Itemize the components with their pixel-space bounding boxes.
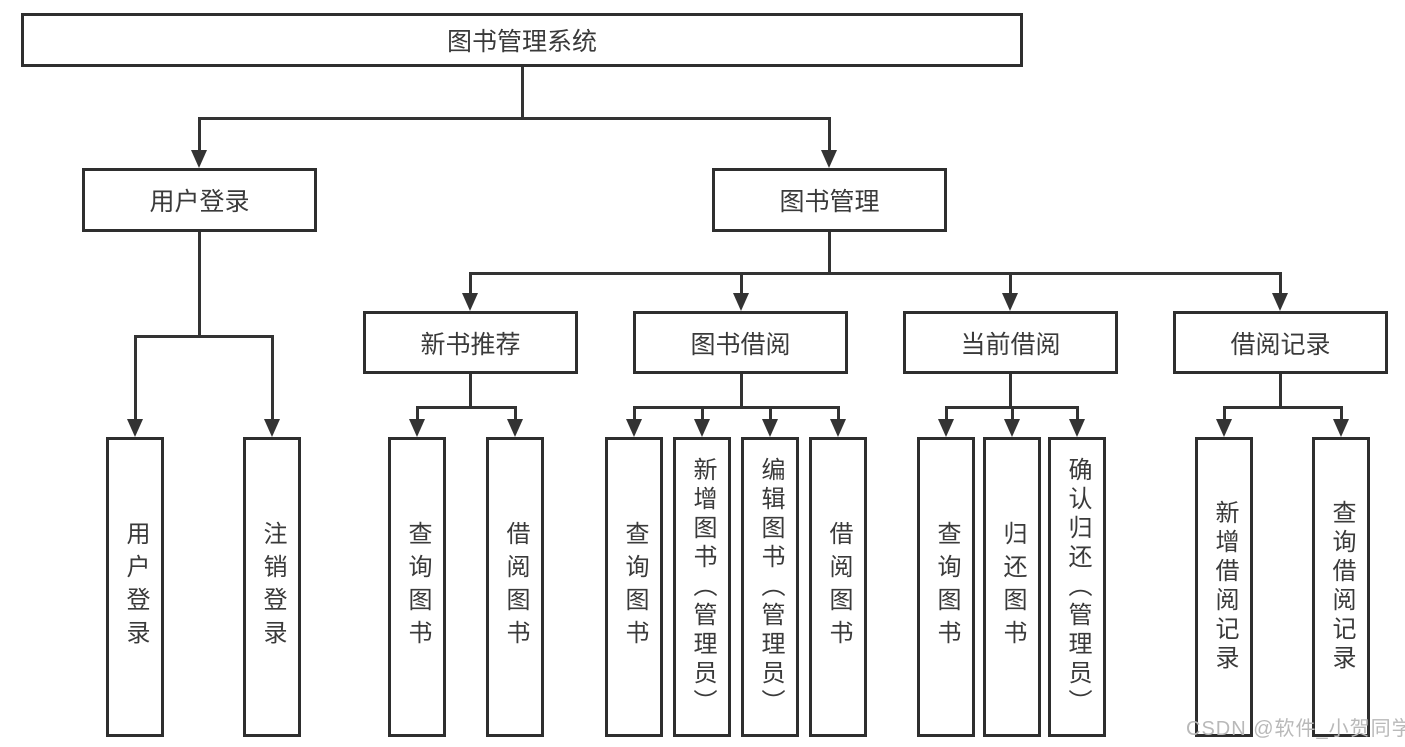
leaf-add-borrow-record-label: 新增借阅记录 [1211,500,1238,674]
connector-line [740,374,743,406]
leaf-add-book-admin: 新增图书（管理员） [673,437,731,737]
leaf-return-book-label: 归还图书 [999,521,1026,653]
connector-line [1011,406,1014,419]
leaf-edit-book-admin-label: 编辑图书（管理员） [757,456,784,718]
watermark: CSDN @软件_小贺同学 [1186,718,1405,740]
arrow-down-icon [830,419,846,437]
connector-line [1076,406,1079,419]
leaf-query-book-borrow: 查询图书 [605,437,663,737]
leaf-add-book-admin-label: 新增图书（管理员） [689,456,716,718]
connector-line [633,406,636,419]
connector-line [521,67,524,117]
node-user-login-label: 用户登录 [149,188,250,216]
connector-line [1223,406,1342,409]
leaf-confirm-return-admin: 确认归还（管理员） [1048,437,1106,737]
arrow-down-icon [821,150,837,168]
connector-line [1009,272,1012,293]
connector-line [134,335,274,338]
leaf-borrow-book-rec: 借阅图书 [486,437,544,737]
arrow-down-icon [1216,419,1232,437]
connector-line [1279,374,1282,406]
arrow-down-icon [127,419,143,437]
connector-line [469,374,472,406]
connector-line [837,406,840,419]
arrow-down-icon [1069,419,1085,437]
connector-line [198,117,831,120]
arrow-down-icon [264,419,280,437]
leaf-query-book-current: 查询图书 [917,437,975,737]
connector-line [1279,272,1282,293]
node-current-borrow: 当前借阅 [903,311,1118,374]
connector-line [1340,406,1343,419]
connector-line [416,406,516,409]
connector-line [416,406,419,419]
node-root-label: 图书管理系统 [446,28,597,56]
arrow-down-icon [1004,419,1020,437]
arrow-down-icon [694,419,710,437]
node-borrow-record-label: 借阅记录 [1230,330,1331,359]
arrow-down-icon [409,419,425,437]
leaf-query-borrow-record-label: 查询借阅记录 [1328,500,1355,674]
node-book-borrow: 图书借阅 [633,311,848,374]
leaf-query-book-borrow-label: 查询图书 [621,521,648,653]
connector-line [1223,406,1226,419]
node-book-management: 图书管理 [712,168,947,232]
arrow-down-icon [507,419,523,437]
connector-line [1009,374,1012,406]
connector-line [469,272,1282,275]
node-user-login: 用户登录 [82,168,317,232]
leaf-user-login-label: 用户登录 [122,521,149,653]
connector-line [828,117,831,150]
leaf-query-book-rec: 查询图书 [388,437,446,737]
leaf-query-borrow-record: 查询借阅记录 [1312,437,1370,737]
node-book-borrow-label: 图书借阅 [690,330,791,359]
connector-line [701,406,704,419]
arrow-down-icon [1002,293,1018,311]
arrow-down-icon [1333,419,1349,437]
leaf-confirm-return-admin-label: 确认归还（管理员） [1064,456,1091,718]
leaf-logout: 注销登录 [243,437,301,737]
leaf-borrow-book-rec-label: 借阅图书 [502,521,529,653]
arrow-down-icon [462,293,478,311]
leaf-return-book: 归还图书 [983,437,1041,737]
node-new-book-recommend: 新书推荐 [363,311,578,374]
connector-line [271,335,274,419]
leaf-borrow-book-label: 借阅图书 [825,521,852,653]
arrow-down-icon [733,293,749,311]
leaf-borrow-book: 借阅图书 [809,437,867,737]
connector-line [740,272,743,293]
node-borrow-record: 借阅记录 [1173,311,1388,374]
arrow-down-icon [1272,293,1288,311]
arrow-down-icon [191,150,207,168]
leaf-add-borrow-record: 新增借阅记录 [1195,437,1253,737]
node-current-borrow-label: 当前借阅 [960,330,1061,359]
node-root: 图书管理系统 [21,13,1023,67]
node-new-book-recommend-label: 新书推荐 [420,330,521,359]
connector-line [633,406,839,409]
arrow-down-icon [938,419,954,437]
node-book-management-label: 图书管理 [779,188,880,216]
leaf-logout-label: 注销登录 [259,521,286,653]
leaf-query-book-rec-label: 查询图书 [404,521,431,653]
leaf-user-login: 用户登录 [106,437,164,737]
connector-line [134,335,137,419]
connector-line [945,406,948,419]
connector-line [198,232,201,335]
arrow-down-icon [626,419,642,437]
connector-line [469,272,472,293]
connector-line [769,406,772,419]
connector-line [828,232,831,272]
leaf-edit-book-admin: 编辑图书（管理员） [741,437,799,737]
connector-line [198,117,201,150]
connector-line [514,406,517,419]
arrow-down-icon [762,419,778,437]
leaf-query-book-current-label: 查询图书 [933,521,960,653]
